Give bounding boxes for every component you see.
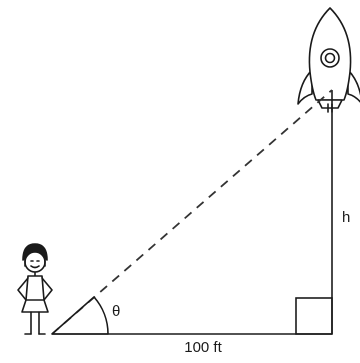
angle-wedge	[51, 296, 109, 335]
rocket-icon	[297, 7, 360, 113]
angle-label: θ	[112, 303, 120, 320]
line-of-sight	[51, 89, 333, 335]
base-label: 100 ft	[184, 339, 222, 356]
right-angle-marker	[295, 297, 333, 335]
woman-figure-icon	[17, 243, 53, 335]
height-label: h	[342, 209, 350, 226]
